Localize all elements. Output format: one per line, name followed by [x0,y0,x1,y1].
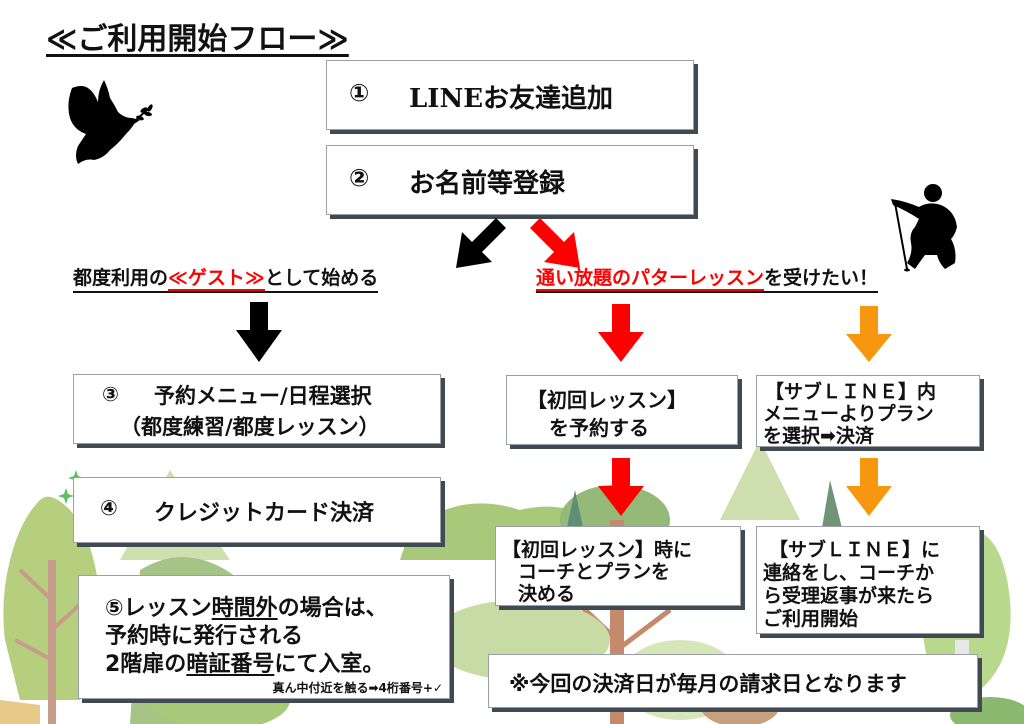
guest-heading-suffix: として始める [264,267,379,289]
golfer-icon [891,184,957,272]
step-4-label: クレジットカード決済 [154,501,375,526]
first-lesson-plan-box: 【初回レッスン】時に コーチとプランを 決める [495,526,741,606]
step-5-line1-b: の場合は、 [277,596,388,621]
dove-icon [68,80,153,164]
billing-note-box: ※今回の決済日が毎月の請求日となります [488,654,978,708]
step-1-number: ① [349,79,370,107]
first-lesson-book-box: 【初回レッスン】 を予約する [506,375,738,445]
billing-note-text: ※今回の決済日が毎月の請求日となります [509,672,907,696]
step-2-box: ② お名前等登録 [326,145,694,215]
arrow-down-left-black [456,218,506,268]
step-2-label: お名前等登録 [409,169,566,199]
step-5-line2: 予約時に発行される [105,624,304,649]
unlimited-heading-suffix: を受けたい！ [764,267,879,289]
sub-line-contact-line1: 【サブＬＩＮＥ】に [769,539,941,561]
step-5-line3: 2階扉の暗証番号にて入室。 [105,646,384,678]
first-lesson-plan-line1: 【初回レッスン】時に [502,539,693,561]
unlimited-branch-heading: 通い放題のパターレッスンを受けたい！ [536,266,879,293]
step-5-note: 真ん中付近を触る➡4桁番号+✓ [272,681,443,695]
step-4-number: ④ [100,496,118,520]
step-5-line1: ⑤レッスン時間外の場合は、 [105,590,388,622]
step-3-number: ③ [102,382,119,406]
step-5-number: ⑤ [105,596,124,621]
first-lesson-book-line1: 【初回レッスン】 [527,388,687,412]
step-5-line3-b: にて入室。 [274,652,385,677]
step-3-line1: 予約メニュー/日程選択 [154,384,372,408]
sub-line-contact-box: 【サブＬＩＮＥ】に 連絡をし、コーチか ら受理返事が来たら ご利用開始 [756,526,980,634]
step-1-box: ① LINEお友達追加 [326,60,694,130]
guest-heading-prefix: 都度利用の [73,267,169,289]
step-1-label: LINEお友達追加 [409,84,614,114]
step-5-line1-a: レッスン [123,596,212,621]
sub-line-menu-line2: メニューよりプラン [763,403,934,425]
step-5-box: ⑤レッスン時間外の場合は、 予約時に発行される 2階扉の暗証番号にて入室。 真ん… [78,575,450,699]
page-title: ≪ご利用開始フロー≫ [46,22,349,57]
sub-line-contact-line2: 連絡をし、コーチか [763,562,935,584]
first-lesson-plan-line3: 決める [518,583,576,605]
guest-branch-heading: 都度利用の≪ゲスト≫として始める [73,266,379,293]
first-lesson-book-line2: を予約する [549,416,649,440]
step-5-line1-underlined: 時間外 [211,596,278,621]
step-4-box: ④ クレジットカード決済 [73,477,441,543]
first-lesson-plan-line2: コーチとプランを [518,561,671,583]
tree-left [3,496,100,724]
arrow-down-right-red [530,218,580,268]
arrow-down-orange [846,306,892,362]
step-5-line3-a: 2階扉の [105,652,187,677]
sub-line-menu-line1: 【サブＬＩＮＥ】内 [765,381,937,403]
step-2-number: ② [349,164,370,192]
sub-line-contact-line3: ら受理返事が来たら [763,585,935,607]
step-5-line3-underlined: 暗証番号 [186,652,275,677]
arrow-down-red [598,304,644,362]
unlimited-heading-highlight: 通い放題のパターレッスン [536,267,765,291]
arrow-down-orange-2 [846,458,892,516]
guest-heading-highlight: ≪ゲスト≫ [168,267,265,291]
sparkle-icon [58,488,74,504]
arrow-down-red-2 [598,458,644,516]
sub-line-menu-box: 【サブＬＩＮＥ】内 メニューよりプラン を選択➡決済 [756,375,980,447]
step-3-line2: （都度練習/都度レッスン） [120,415,380,439]
sub-line-contact-line4: ご利用開始 [763,608,859,630]
arrow-down-black [236,302,282,362]
sub-line-menu-line3: を選択➡決済 [763,425,874,447]
step-3-box: ③ 予約メニュー/日程選択 （都度練習/都度レッスン） [73,374,441,444]
